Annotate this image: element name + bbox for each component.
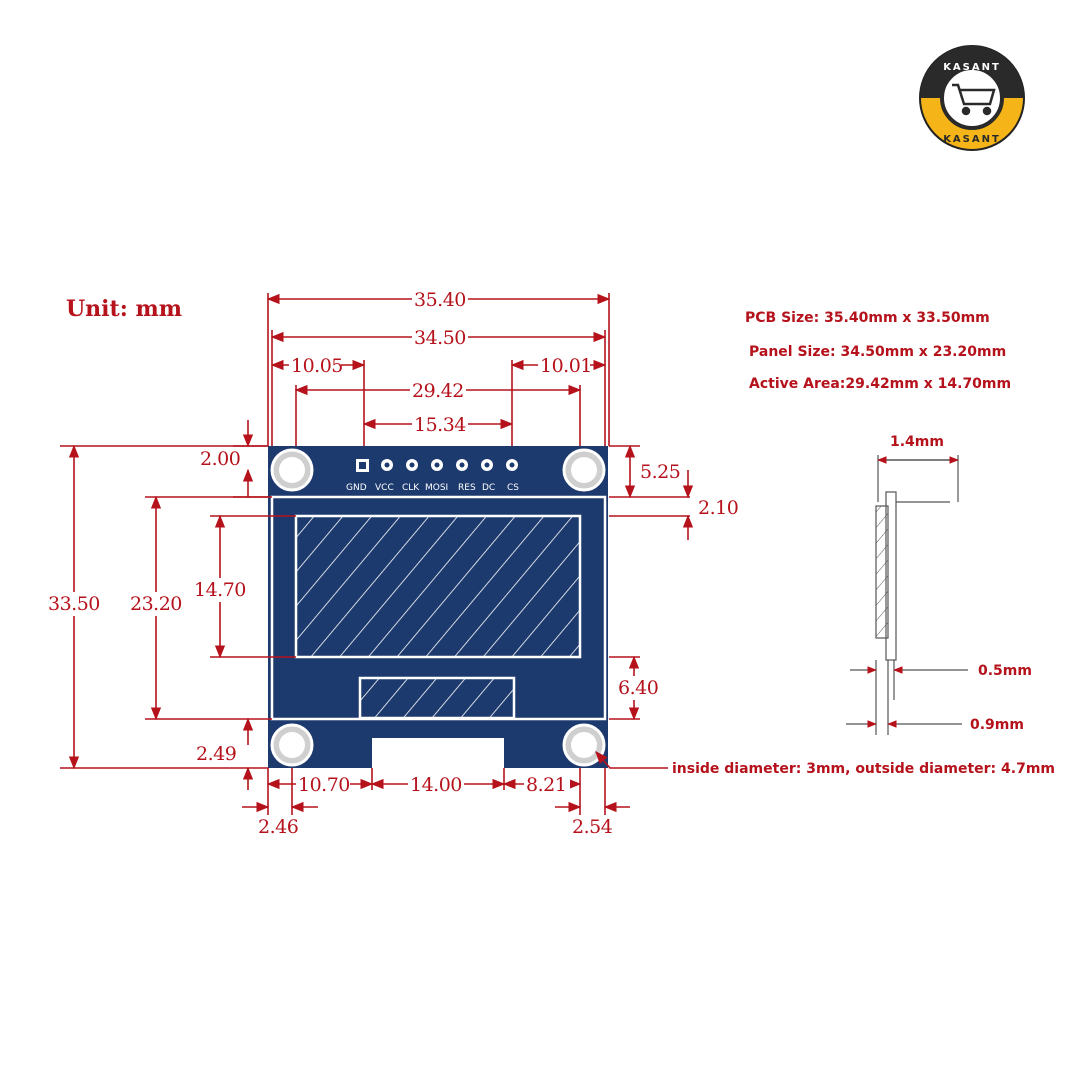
dim-hole-left: 2.46 bbox=[258, 816, 298, 838]
logo-top-text: KASANT bbox=[943, 62, 1001, 73]
dim-left-offset: 10.05 bbox=[291, 355, 343, 377]
label-bg bbox=[616, 676, 664, 700]
dim-bottom-left: 2.49 bbox=[196, 743, 236, 765]
dim-active-height: 14.70 bbox=[194, 579, 246, 601]
dim-bottom-right-width: 8.21 bbox=[526, 774, 566, 796]
side-thickness-total: 1.4mm bbox=[890, 434, 944, 450]
label-bg bbox=[408, 773, 464, 795]
flex-cable-area bbox=[358, 676, 516, 720]
side-thickness-b: 0.9mm bbox=[970, 717, 1024, 733]
active-area-text: Active Area:29.42mm x 14.70mm bbox=[749, 376, 1011, 392]
pin-pad-hole bbox=[409, 462, 415, 468]
side-panel bbox=[875, 505, 889, 639]
dim-pin-span: 15.34 bbox=[414, 414, 466, 436]
dim-bottom-left-width: 10.70 bbox=[298, 774, 350, 796]
side-thickness-a: 0.5mm bbox=[978, 663, 1032, 679]
panel-size-text: Panel Size: 34.50mm x 23.20mm bbox=[749, 344, 1006, 360]
pin-pad-square-inner bbox=[359, 462, 366, 469]
unit-label: Unit: mm bbox=[66, 296, 182, 322]
dim-panel-width: 34.50 bbox=[414, 327, 466, 349]
mounting-hole-bl-inner bbox=[279, 732, 305, 758]
dim-bottom-right: 6.40 bbox=[618, 677, 658, 699]
dimension-labels: 35.40 34.50 10.05 10.01 29.42 15.34 2.00… bbox=[46, 288, 739, 838]
hole-diameter-note: inside diameter: 3mm, outside diameter: … bbox=[672, 761, 1055, 777]
label-bg bbox=[524, 773, 570, 795]
pcb-board: GND VCC CLK MOSI RES DC CS bbox=[268, 446, 608, 770]
label-bg bbox=[128, 592, 184, 616]
dim-top-margin: 2.00 bbox=[200, 448, 240, 470]
dim-right-gap: 2.10 bbox=[698, 497, 738, 519]
label-bg bbox=[46, 592, 102, 616]
mounting-hole-tr-inner bbox=[571, 457, 597, 483]
pin-pad-hole bbox=[484, 462, 490, 468]
label-bg bbox=[296, 773, 350, 795]
label-bg bbox=[410, 379, 466, 401]
pin-label-gnd: GND bbox=[346, 483, 367, 493]
dim-right-offset: 10.01 bbox=[540, 355, 592, 377]
pin-label-dc: DC bbox=[482, 483, 495, 493]
label-bg bbox=[412, 326, 468, 348]
pin-pad-hole bbox=[509, 462, 515, 468]
label-bg bbox=[538, 354, 590, 376]
logo-bottom-text: KASANT bbox=[943, 134, 1001, 145]
side-view-lines bbox=[846, 455, 968, 735]
pin-label-cs: CS bbox=[507, 483, 519, 493]
pin-pad-hole bbox=[459, 462, 465, 468]
kasant-logo: KASANT KASANT bbox=[919, 45, 1025, 151]
mounting-hole-tl-inner bbox=[279, 457, 305, 483]
pin-label-clk: CLK bbox=[402, 483, 420, 493]
connector-notch bbox=[372, 738, 504, 770]
pin-label-res: RES bbox=[458, 483, 476, 493]
dim-hole-right: 2.54 bbox=[572, 816, 613, 838]
dim-pcb-height: 33.50 bbox=[48, 593, 100, 615]
cart-icon bbox=[952, 83, 996, 116]
active-area bbox=[294, 514, 582, 659]
dim-right-top: 5.25 bbox=[640, 461, 680, 483]
pcb-size-text: PCB Size: 35.40mm x 33.50mm bbox=[745, 310, 990, 326]
pin-header: GND VCC CLK MOSI RES DC CS bbox=[346, 459, 519, 493]
dim-active-width: 29.42 bbox=[412, 380, 464, 402]
pin-label-mosi: MOSI bbox=[425, 483, 448, 493]
side-view: 1.4mm 0.5mm 0.9mm bbox=[846, 434, 1032, 735]
label-bg bbox=[192, 578, 248, 602]
dim-panel-height: 23.20 bbox=[130, 593, 182, 615]
pin-pad-hole bbox=[384, 462, 390, 468]
pin-label-vcc: VCC bbox=[375, 483, 394, 493]
dim-pcb-width: 35.40 bbox=[414, 289, 466, 311]
label-bg bbox=[412, 288, 468, 310]
mounting-hole-br-inner bbox=[571, 732, 597, 758]
label-bg bbox=[412, 413, 468, 435]
dim-connector-width: 14.00 bbox=[410, 774, 462, 796]
pin-pad-hole bbox=[434, 462, 440, 468]
label-bg bbox=[289, 354, 341, 376]
